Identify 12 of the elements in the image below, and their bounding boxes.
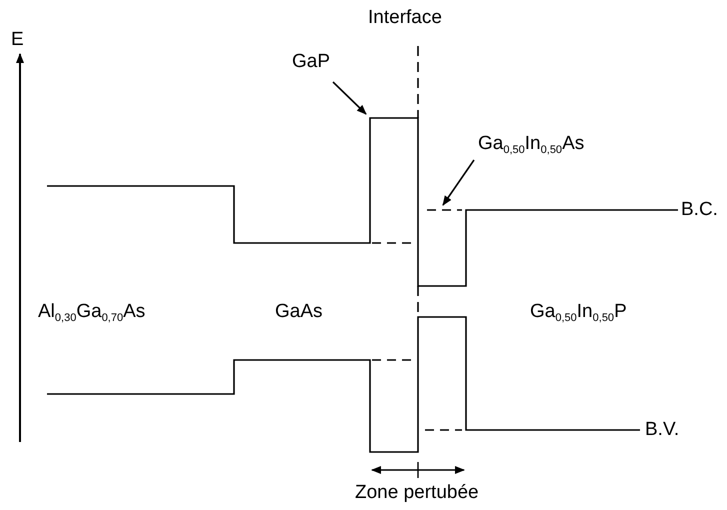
leader-line — [332, 81, 367, 115]
zone-label: Zone pertubée — [355, 483, 479, 502]
band-label: B.C. — [681, 200, 718, 219]
material-label: Al$_{0,30}$Ga$_{0,70}$As — [38, 302, 146, 324]
material-label: Ga$_{0,50}$In$_{0,50}$P — [530, 302, 627, 324]
band-label: B.V. — [645, 420, 680, 439]
material-label: GaP — [292, 52, 330, 71]
axis-label: E — [11, 30, 24, 49]
material-label: Ga$_{0,50}$In$_{0,50}$As — [478, 134, 584, 156]
leader-line — [442, 160, 475, 206]
interface-label: Interface — [368, 8, 442, 27]
material-label: GaAs — [275, 302, 323, 321]
